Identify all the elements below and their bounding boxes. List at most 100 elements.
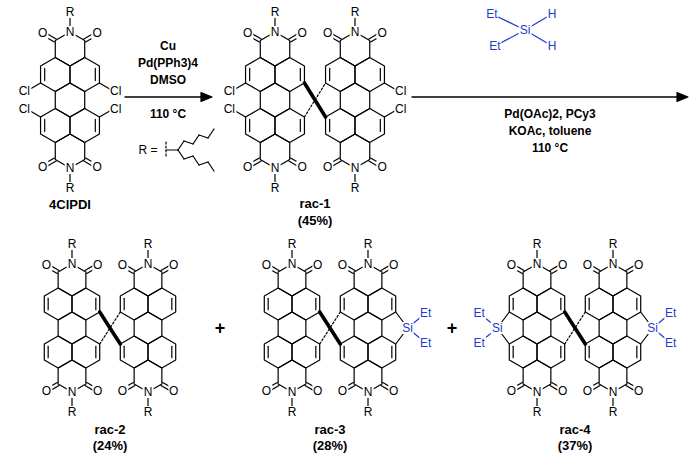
atom-label: R (143, 238, 154, 250)
atom-label: N (532, 386, 543, 398)
alkyl-bond (193, 156, 199, 165)
atom-label: O (37, 27, 48, 39)
condition-text: 110 °C (150, 108, 186, 120)
aromatic-bond (48, 346, 49, 358)
silicon-label: Si (401, 322, 414, 334)
atom-label: O (297, 27, 308, 39)
atom-label: O (388, 259, 399, 271)
atom-label: R (363, 406, 374, 418)
atom-label: O (582, 259, 593, 271)
aromatic-bond (171, 346, 172, 358)
reagent-text: Pd(OAc)2, PCy3 (504, 108, 595, 120)
atom-label: O (242, 27, 253, 39)
ring-hexagon (355, 58, 384, 92)
atom-label: Cl (109, 85, 122, 97)
atom-label: R (65, 182, 76, 194)
yield-text: (24%) (93, 439, 128, 452)
ethyl-label: Et (485, 8, 498, 20)
ring-hexagon (148, 288, 176, 320)
ring-hexagon (264, 336, 292, 368)
atom-label: N (608, 258, 619, 270)
ethyl-label: Et (419, 337, 432, 349)
atom-label: Cl (394, 85, 407, 97)
aromatic-bond (560, 298, 561, 310)
reagent-text: DMSO (150, 74, 186, 86)
hydrogen-label: H (547, 40, 558, 52)
compound-label: rac-2 (94, 423, 125, 436)
ring-hexagon (368, 288, 396, 320)
compound-label: rac-4 (559, 423, 590, 436)
aromatic-bond (560, 346, 561, 358)
atom-label: N (67, 386, 78, 398)
atom-label: O (168, 259, 179, 271)
atom-label: R (287, 406, 298, 418)
ethyl-label: Et (473, 337, 486, 349)
atom-label: O (242, 161, 253, 173)
alkyl-bond (178, 150, 184, 159)
atom-label: O (312, 259, 323, 271)
atom-label: O (92, 259, 103, 271)
ethyl-label: Et (473, 307, 486, 319)
atom-label: R (270, 182, 281, 194)
atom-label: R (350, 182, 361, 194)
atom-label: O (168, 385, 179, 397)
atom-label: R (532, 406, 543, 418)
atom-label: N (65, 162, 76, 174)
hashed-bond (304, 83, 325, 117)
r-definition: R = (138, 144, 157, 156)
aromatic-bond (44, 68, 45, 80)
ring-hexagon (355, 109, 384, 143)
atom-label: O (633, 385, 644, 397)
aromatic-bond (95, 298, 96, 310)
ring-hexagon (340, 288, 368, 320)
atom-label: O (312, 385, 323, 397)
atom-label: Cl (394, 103, 407, 115)
hashed-bond (565, 312, 586, 344)
atom-label: R (608, 238, 619, 250)
atom-label: O (582, 385, 593, 397)
ethyl-label: Et (664, 337, 677, 349)
ring-hexagon (585, 336, 613, 368)
aromatic-bond (513, 346, 514, 358)
yield-text: (37%) (558, 439, 593, 452)
compound-label: rac-1 (299, 197, 330, 210)
ring-hexagon (340, 336, 368, 368)
aromatic-bond (268, 346, 269, 358)
aromatic-bond (48, 298, 49, 310)
atom-label: O (322, 161, 333, 173)
ring-hexagon (41, 58, 70, 92)
alkyl-bond (199, 162, 208, 165)
alkyl-bond (208, 129, 214, 138)
aromatic-bond (171, 298, 172, 310)
ethyl-label: Et (419, 307, 432, 319)
atom-label: N (287, 386, 298, 398)
atom-label: N (363, 258, 374, 270)
ring-hexagon (275, 109, 304, 143)
aromatic-bond (300, 68, 301, 80)
wedge-bond (304, 83, 325, 117)
atom-label: N (532, 258, 543, 270)
ring-hexagon (340, 83, 369, 117)
aromatic-bond (513, 298, 514, 310)
ethyl-label: Et (664, 307, 677, 319)
aromatic-bond (95, 68, 96, 80)
atom-label: O (557, 259, 568, 271)
atom-label: N (270, 162, 281, 174)
ring-hexagon (120, 288, 148, 320)
aromatic-bond (300, 119, 301, 131)
aromatic-bond (636, 346, 637, 358)
ring-hexagon (585, 288, 613, 320)
ring-hexagon (120, 336, 148, 368)
atom-label: N (143, 258, 154, 270)
ring-hexagon (354, 312, 382, 344)
hashed-bond (100, 312, 121, 344)
atom-label: N (287, 258, 298, 270)
atom-label: R (143, 406, 154, 418)
atom-label: Cl (109, 103, 122, 115)
atom-label: O (297, 161, 308, 173)
ring-hexagon (246, 58, 275, 92)
aromatic-bond (380, 119, 381, 131)
atom-label: R (363, 238, 374, 250)
ring-hexagon (58, 312, 86, 344)
